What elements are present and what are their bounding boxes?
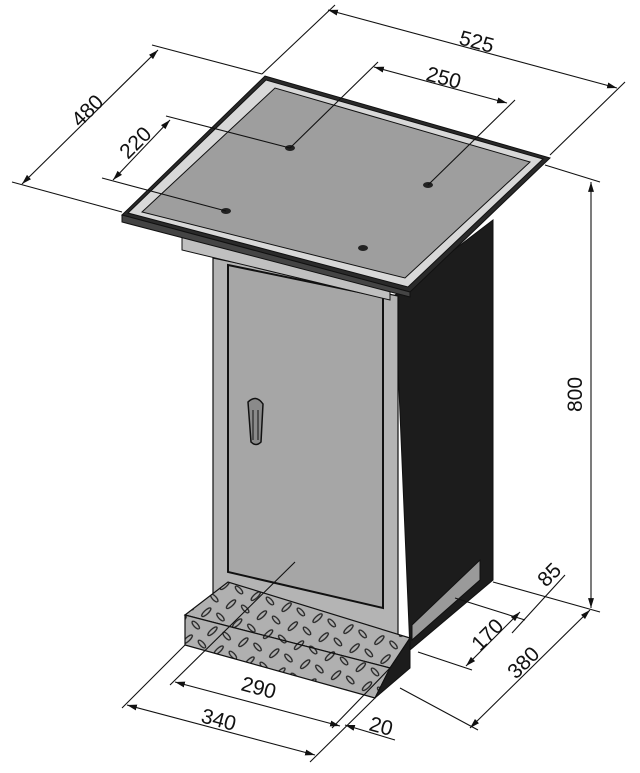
svg-text:480: 480 (67, 90, 108, 131)
svg-text:380: 380 (503, 642, 544, 683)
svg-text:220: 220 (115, 122, 156, 163)
dimension-525: 525 (261, 4, 626, 156)
door-handle-icon (247, 397, 264, 446)
svg-text:340: 340 (199, 705, 239, 736)
svg-text:250: 250 (424, 63, 464, 94)
table-top (121, 75, 551, 298)
hole-icon (358, 245, 368, 251)
svg-text:20: 20 (367, 713, 396, 741)
svg-text:800: 800 (564, 377, 587, 412)
side-panel (394, 218, 494, 652)
svg-text:525: 525 (457, 27, 497, 58)
svg-text:170: 170 (467, 614, 508, 655)
dimension-800: 800 (492, 164, 601, 613)
svg-text:85: 85 (533, 559, 566, 592)
checker-plate-base (183, 581, 411, 699)
svg-text:290: 290 (239, 673, 279, 704)
